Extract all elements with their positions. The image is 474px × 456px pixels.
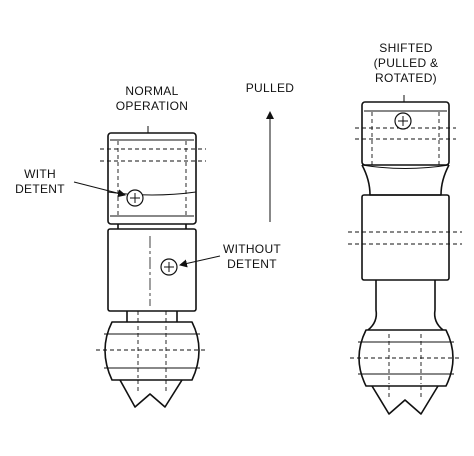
with-detent-label: WITH DETENT [15, 167, 65, 196]
normal-operation-assembly [73, 126, 221, 408]
svg-text:(PULLED &: (PULLED & [374, 56, 439, 70]
with-detent-leader [73, 181, 126, 198]
without-detent-screw-icon [160, 258, 178, 276]
pulled-label: PULLED [246, 81, 295, 95]
svg-text:OPERATION: OPERATION [116, 99, 189, 113]
svg-text:SHIFTED: SHIFTED [379, 41, 432, 55]
shifted-lower-body [348, 194, 462, 281]
tip [119, 379, 183, 408]
shifted-label: SHIFTED (PULLED & ROTATED) [374, 41, 439, 85]
svg-text:NORMAL: NORMAL [125, 84, 178, 98]
svg-text:WITHOUT: WITHOUT [223, 242, 281, 256]
shifted-tip [371, 385, 439, 415]
svg-text:DETENT: DETENT [15, 182, 65, 196]
lower-body [107, 228, 197, 312]
shifted-stem [367, 280, 444, 331]
shifted-assembly [348, 95, 462, 415]
svg-text:WITH: WITH [24, 167, 56, 181]
svg-text:DETENT: DETENT [227, 257, 277, 271]
shifted-hex-nut [350, 329, 462, 387]
normal-operation-label: NORMAL OPERATION [116, 84, 189, 113]
with-detent-screw-icon [126, 189, 144, 207]
svg-text:ROTATED): ROTATED) [375, 71, 437, 85]
shifted-screw-icon [394, 112, 412, 130]
hex-nut [96, 321, 208, 381]
upper-collar [100, 126, 206, 225]
stem [126, 311, 178, 322]
without-detent-leader [179, 255, 221, 268]
without-detent-label: WITHOUT DETENT [223, 242, 281, 271]
shifted-upper-collar [355, 95, 456, 166]
